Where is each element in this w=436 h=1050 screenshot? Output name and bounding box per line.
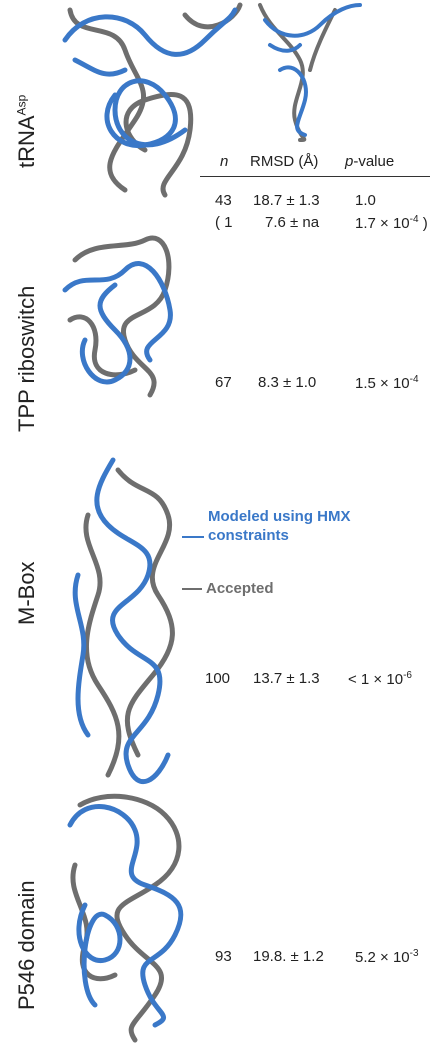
row-trna-1-n: 43: [215, 192, 232, 209]
row-p546-p: 5.2 × 10-3: [355, 948, 419, 966]
panel-label-mbox: M-Box: [14, 561, 39, 625]
row-p546-n: 93: [215, 948, 232, 965]
row-mbox-p: < 1 × 10-6: [348, 670, 412, 688]
row-p546-rmsd: 19.8. ± 1.2: [253, 948, 324, 965]
row-trna-2-rmsd: 7.6 ± na: [265, 214, 320, 231]
panel-label-trna: tRNAAsp: [14, 94, 39, 168]
row-tpp-rmsd: 8.3 ± 1.0: [258, 374, 317, 391]
row-tpp-n: 67: [215, 374, 232, 391]
trna-structure-left: [62, 2, 243, 198]
row-trna-2-p: 1.7 × 10-4 ): [355, 214, 428, 232]
tpp-structure: [62, 235, 173, 398]
accepted-callout: Accepted: [206, 580, 274, 597]
p546-structure: [67, 793, 184, 1043]
header-n: n: [220, 153, 229, 170]
header-rmsd: RMSD (Å): [250, 153, 319, 170]
trna-structure-right: [258, 3, 362, 142]
panel-label-p546: P546 domain: [14, 880, 39, 1010]
modeled-callout: Modeled using HMX constraints: [208, 508, 351, 544]
header-p-value: p-value: [345, 153, 395, 170]
row-trna-1-p: 1.0: [355, 192, 376, 209]
panel-label-tpp: TPP riboswitch: [14, 285, 39, 432]
row-tpp-p: 1.5 × 10-4: [355, 374, 419, 392]
header-rule: [200, 176, 430, 177]
accepted-leader: [182, 588, 202, 590]
mbox-structure: [72, 457, 175, 785]
row-mbox-n: 100: [205, 670, 231, 687]
row-mbox-rmsd: 13.7 ± 1.3: [253, 670, 320, 687]
row-trna-2-n: ( 1: [215, 214, 233, 231]
modeled-leader: [182, 536, 204, 538]
row-trna-1-rmsd: 18.7 ± 1.3: [253, 192, 320, 209]
